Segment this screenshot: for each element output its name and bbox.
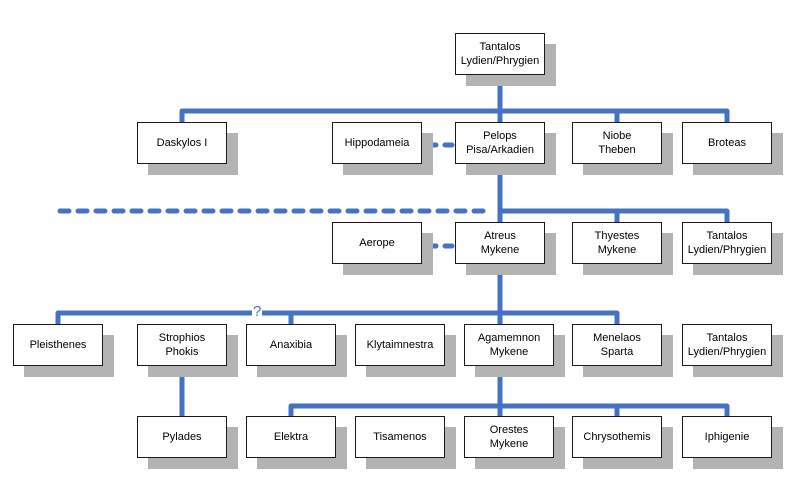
- node-name: Tisamenos: [373, 431, 427, 443]
- node-name: Anaxibia: [269, 339, 313, 351]
- node-name: Chrysothemis: [583, 431, 651, 443]
- node-place: Phokis: [165, 346, 199, 358]
- uncertain-descent-marker: ?: [252, 303, 263, 320]
- node-name: Daskylos I: [156, 137, 208, 149]
- node-name: Strophios: [158, 332, 206, 344]
- node-aerope: Aerope: [332, 222, 422, 264]
- node-name: Hippodameia: [344, 137, 410, 149]
- connector-pelops-children: [497, 160, 730, 225]
- node-iphigenie: Iphigenie: [682, 416, 772, 458]
- node-name: Pelops: [483, 130, 517, 142]
- node-tisamenos: Tisamenos: [355, 416, 445, 458]
- node-name: Pylades: [162, 431, 202, 443]
- node-name: Menelaos: [593, 332, 641, 344]
- node-name: Thyestes: [594, 230, 640, 242]
- node-anaxibia: Anaxibia: [246, 324, 336, 366]
- node-name: Pleisthenes: [29, 339, 87, 351]
- node-hippodameia: Hippodameia: [332, 122, 422, 164]
- node-place: Lydien/Phrygien: [687, 244, 767, 256]
- node-name: Aerope: [359, 237, 395, 249]
- node-place: Lydien/Phrygien: [460, 55, 540, 67]
- node-name: Elektra: [273, 431, 309, 443]
- node-place: Mykene: [489, 346, 529, 358]
- node-name: Iphigenie: [704, 431, 750, 443]
- node-name: Tantalos: [479, 41, 521, 53]
- node-name: Agamemnon: [477, 332, 541, 344]
- node-elektra: Elektra: [246, 416, 336, 458]
- connector-tantalos-children: [179, 72, 730, 125]
- node-pleisthenes: Pleisthenes: [13, 324, 103, 366]
- node-place: Mykene: [480, 244, 520, 256]
- node-name: Niobe: [602, 130, 632, 142]
- node-place: Mykene: [489, 438, 529, 450]
- node-place: Pisa/Arkadien: [466, 144, 534, 156]
- node-pylades: Pylades: [137, 416, 227, 458]
- node-place: Sparta: [600, 346, 634, 358]
- node-name: Tantalos: [706, 230, 748, 242]
- node-klytaimnestra: Klytaimnestra: [355, 324, 445, 366]
- node-chrysothemis: Chrysothemis: [572, 416, 662, 458]
- connector-agamemnon-children: [288, 362, 730, 419]
- node-place: Theben: [598, 144, 636, 156]
- connector-atreus-children: [55, 260, 620, 327]
- node-name: Atreus: [484, 230, 516, 242]
- node-name: Tantalos: [706, 332, 748, 344]
- node-daskylos: Daskylos I: [137, 122, 227, 164]
- node-name: Orestes: [489, 424, 529, 436]
- node-name: Broteas: [708, 137, 746, 149]
- node-broteas: Broteas: [682, 122, 772, 164]
- node-place: Lydien/Phrygien: [687, 346, 767, 358]
- node-name: Klytaimnestra: [366, 339, 434, 351]
- node-place: Mykene: [597, 244, 637, 256]
